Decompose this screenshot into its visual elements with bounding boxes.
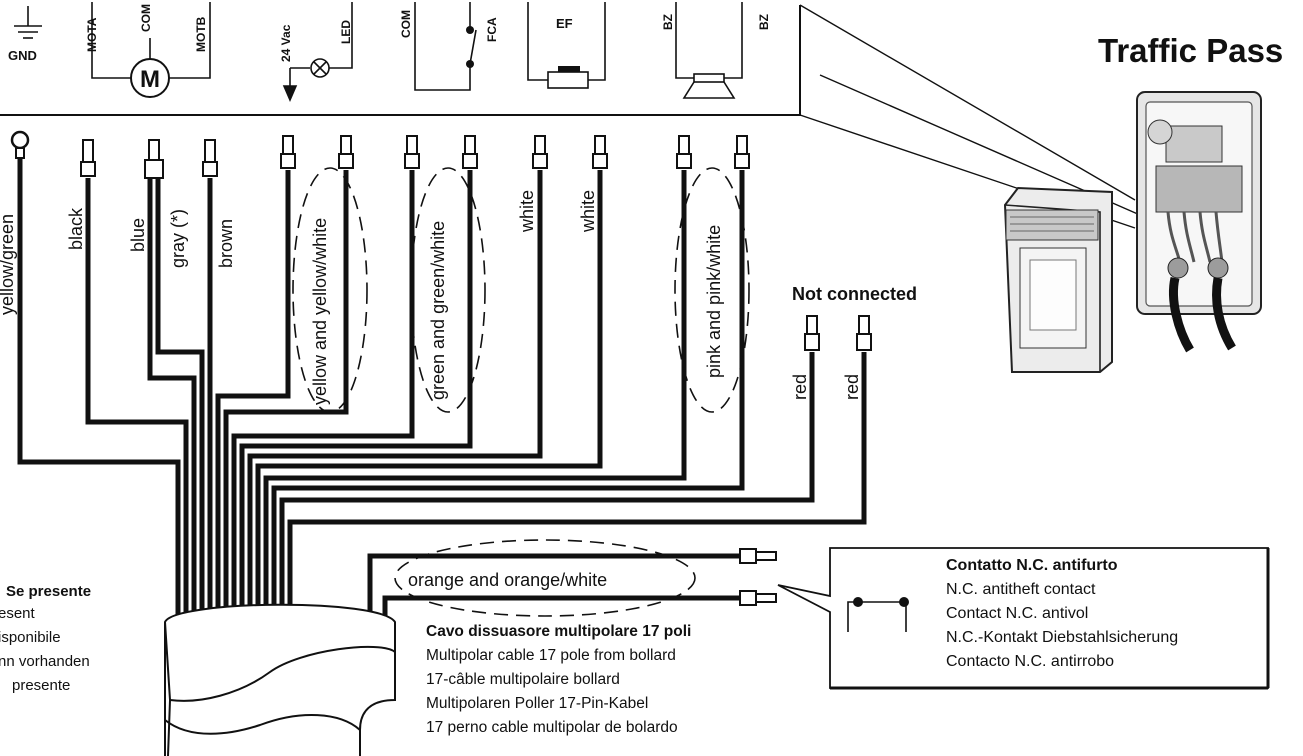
page-title: Traffic Pass xyxy=(1098,32,1283,69)
cable-line-1: Multipolar cable 17 pole from bollard xyxy=(426,647,676,664)
wire-label-pink-pair: pink and pink/white xyxy=(704,225,724,378)
wire-label-red-2: red xyxy=(842,374,862,400)
wire-label-white-2: white xyxy=(578,190,598,233)
terminal-led-label: LED xyxy=(339,20,353,44)
wire-label-yellow-green: yellow/green xyxy=(0,214,17,315)
terminal-bz2-label: BZ xyxy=(757,14,771,30)
wire-label-brown: brown xyxy=(216,219,236,268)
cable-line-3: Multipolaren Poller 17-Pin-Kabel xyxy=(426,695,648,712)
terminal-ef-label: EF xyxy=(556,16,573,31)
terminal-motb-label: MOTB xyxy=(194,16,208,52)
note-left-line-1: esent xyxy=(0,605,36,622)
note-left-title: Se presente xyxy=(6,583,91,600)
ring-lug-icon xyxy=(10,130,30,150)
motor-icon xyxy=(130,58,170,98)
contact-title: Contatto N.C. antifurto xyxy=(946,557,1118,574)
not-connected-label: Not connected xyxy=(792,284,917,304)
contact-box: Contatto N.C. antifurto N.C. antitheft c… xyxy=(777,547,1270,690)
terminal-com-label: COM xyxy=(139,4,153,32)
terminal-gnd-label: GND xyxy=(8,48,37,63)
contact-line-1: N.C. antitheft contact xyxy=(946,581,1096,598)
fuse-icon xyxy=(547,71,589,89)
cable-line-2: 17-câble multipolaire bollard xyxy=(426,671,620,688)
wire-label-red-1: red xyxy=(790,374,810,400)
traffic-pass-device-illustration xyxy=(1003,91,1262,373)
wire-label-blue: blue xyxy=(128,218,148,252)
wire-label-black: black xyxy=(66,207,86,250)
nc-contact-icon xyxy=(847,597,909,632)
contact-line-2: Contact N.C. antivol xyxy=(946,605,1088,622)
cable-line-4: 17 perno cable multipolar de bolardo xyxy=(426,719,678,736)
cable-title: Cavo dissuasore multipolare 17 poli xyxy=(426,623,691,640)
wire-label-yellow-pair: yellow and yellow/white xyxy=(310,218,330,405)
wire-label-white-1: white xyxy=(517,190,537,233)
note-left-line-3: nn vorhanden xyxy=(0,653,90,670)
wire-label-orange-pair: orange and orange/white xyxy=(408,570,607,590)
contact-line-4: Contacto N.C. antirrobo xyxy=(946,653,1114,670)
wire-label-green-pair: green and green/white xyxy=(428,221,448,400)
buzzer-icon xyxy=(682,73,736,99)
note-left-line-2: isponibile xyxy=(0,629,61,646)
terminal-fca-label: FCA xyxy=(485,17,499,42)
terminal-24vac-label: 24 Vac xyxy=(279,24,293,62)
note-left-line-4: presente xyxy=(12,677,70,694)
contact-line-3: N.C.-Kontakt Diebstahlsicherung xyxy=(946,629,1178,646)
terminal-panel: GND MOTA COM MOTB M 24 Vac LED COM FCA E… xyxy=(0,2,801,116)
ground-icon xyxy=(14,6,42,39)
connectors xyxy=(10,130,872,606)
terminal-com2-label: COM xyxy=(399,10,413,38)
wire-label-gray: gray (*) xyxy=(168,209,188,268)
terminal-bz1-label: BZ xyxy=(661,14,675,30)
motor-label: M xyxy=(140,66,160,93)
